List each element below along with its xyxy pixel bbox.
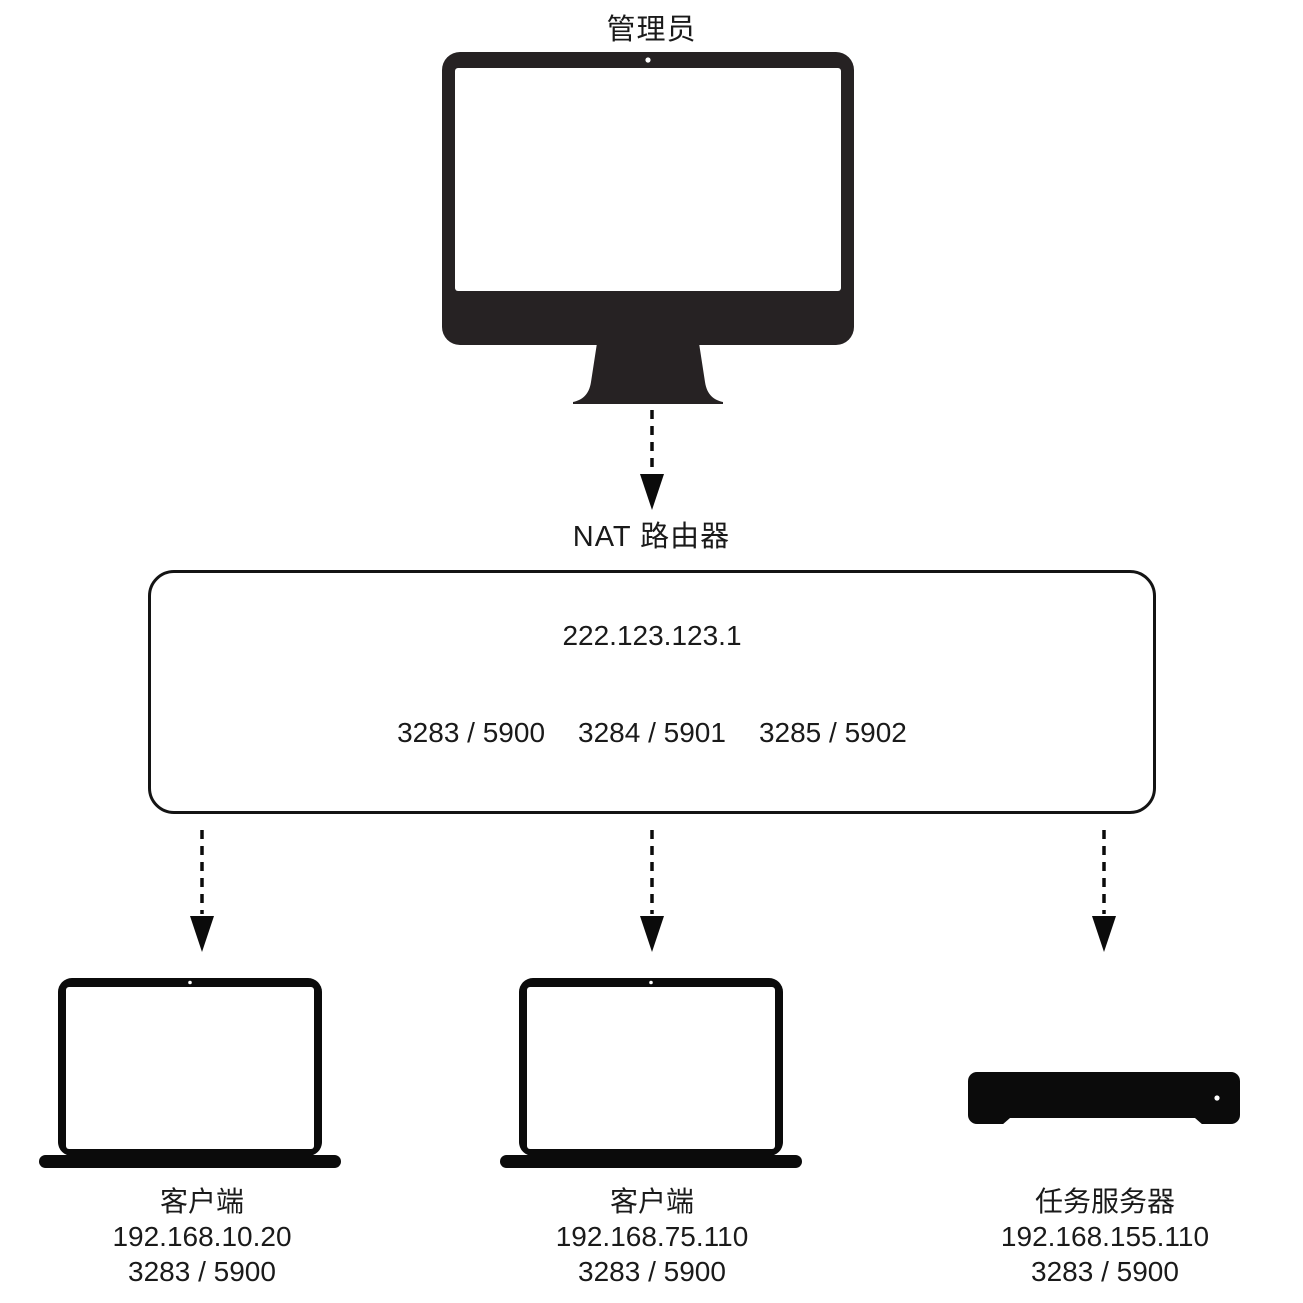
device-ip: 192.168.155.110 xyxy=(1000,1221,1210,1252)
arrowhead-icon xyxy=(640,916,664,952)
server-base-inset xyxy=(1002,1118,1203,1125)
monitor-screen xyxy=(455,68,841,291)
device-ports: 3283 / 5900 xyxy=(578,1256,726,1287)
router-label: NAT 路由器 xyxy=(572,521,731,553)
port-mapping-3: 3285 / 5902 xyxy=(758,717,907,748)
device-ip: 192.168.75.110 xyxy=(555,1221,749,1252)
arrow-router-to-server xyxy=(1092,830,1116,952)
arrowhead-icon xyxy=(190,916,214,952)
client-2-caption: 客户端 192.168.75.110 3283 / 5900 xyxy=(482,1184,822,1289)
laptop-base xyxy=(39,1155,341,1168)
client-1-caption: 客户端 192.168.10.20 3283 / 5900 xyxy=(32,1184,372,1289)
device-ports: 3283 / 5900 xyxy=(128,1256,276,1287)
server-icon xyxy=(968,1072,1240,1125)
server-body xyxy=(968,1072,1240,1124)
port-mapping-1: 3283 / 5900 xyxy=(397,717,546,748)
monitor-stand xyxy=(573,343,723,404)
camera-dot-icon xyxy=(188,980,192,985)
laptop-screen xyxy=(66,987,314,1149)
device-label: 任务服务器 xyxy=(1034,1186,1175,1217)
router-public-ip: 222.123.123.1 xyxy=(562,620,742,651)
device-ports: 3283 / 5900 xyxy=(1031,1256,1179,1287)
device-label: 客户端 xyxy=(609,1186,694,1217)
laptop-icon xyxy=(39,978,341,1168)
arrow-admin-to-router xyxy=(640,410,664,510)
device-label: 客户端 xyxy=(159,1186,244,1217)
laptop-icon xyxy=(500,978,802,1168)
device-ip: 192.168.10.20 xyxy=(112,1221,292,1252)
port-mapping-2: 3284 / 5901 xyxy=(578,717,726,748)
admin-label: 管理员 xyxy=(606,14,697,46)
power-led-icon xyxy=(1214,1095,1220,1101)
arrow-router-to-client-2 xyxy=(640,830,664,952)
router-port-mappings: 3283 / 5900 3284 / 5901 3285 / 5902 xyxy=(151,717,1153,749)
camera-dot-icon xyxy=(645,57,651,63)
laptop-screen xyxy=(527,987,775,1149)
arrowhead-icon xyxy=(640,474,664,510)
camera-dot-icon xyxy=(649,980,653,985)
laptop-base xyxy=(500,1155,802,1168)
arrow-router-to-client-1 xyxy=(190,830,214,952)
router-box: 222.123.123.1 3283 / 5900 3284 / 5901 32… xyxy=(148,570,1156,814)
task-server-caption: 任务服务器 192.168.155.110 3283 / 5900 xyxy=(935,1184,1275,1289)
arrowhead-icon xyxy=(1092,916,1116,952)
desktop-monitor-icon xyxy=(442,52,854,404)
